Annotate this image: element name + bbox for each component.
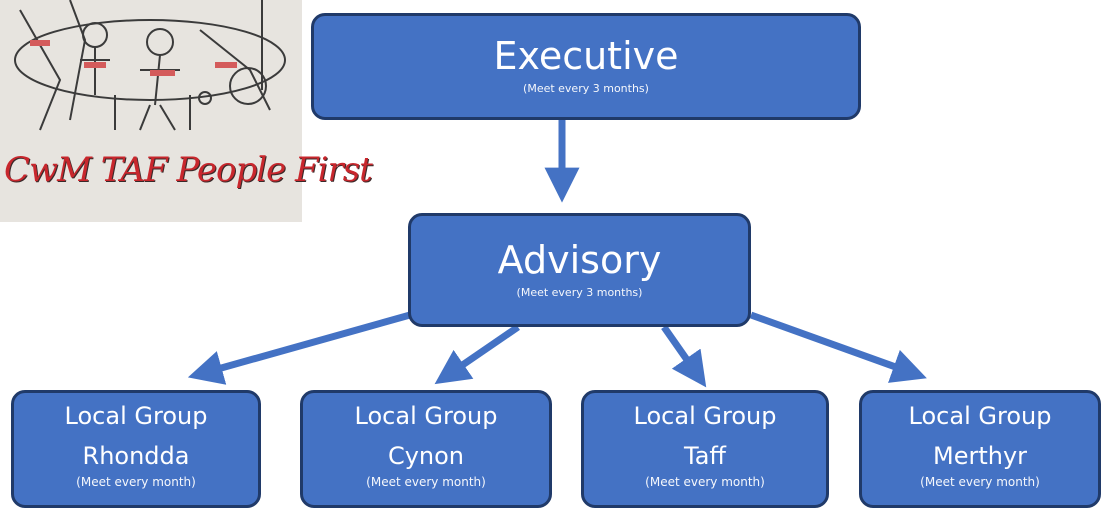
local-group-label: Local Group (633, 402, 777, 430)
arrow-advisory-to-rhondda (187, 311, 411, 385)
arrow-advisory-to-taff (661, 324, 707, 388)
local-group-label: Local Group (354, 402, 498, 430)
logo-sketch-illustration (14, 0, 286, 131)
local-group-taff-box: Local Group Taff (Meet every month) (581, 390, 829, 508)
local-group-meeting-frequency: (Meet every month) (366, 475, 486, 490)
local-group-merthyr-box: Local Group Merthyr (Meet every month) (859, 390, 1101, 508)
arrow-advisory-to-cynon (434, 324, 520, 385)
arrow-advisory-to-merthyr (749, 311, 927, 383)
advisory-box: Advisory (Meet every 3 months) (408, 213, 751, 327)
executive-box: Executive (Meet every 3 months) (311, 13, 861, 120)
local-group-meeting-frequency: (Meet every month) (645, 475, 765, 490)
executive-title: Executive (493, 34, 679, 78)
local-group-meeting-frequency: (Meet every month) (76, 475, 196, 490)
local-group-cynon-box: Local Group Cynon (Meet every month) (300, 390, 552, 508)
local-group-meeting-frequency: (Meet every month) (920, 475, 1040, 490)
advisory-title: Advisory (497, 238, 662, 282)
local-group-name: Merthyr (932, 442, 1028, 471)
local-group-label: Local Group (64, 402, 208, 430)
local-group-name: Rhondda (82, 442, 190, 471)
local-group-label: Local Group (908, 402, 1052, 430)
advisory-meeting-frequency: (Meet every 3 months) (516, 285, 643, 299)
local-group-name: Taff (684, 442, 726, 471)
local-group-name: Cynon (387, 442, 465, 471)
local-group-rhondda-box: Local Group Rhondda (Meet every month) (11, 390, 261, 508)
executive-meeting-frequency: (Meet every 3 months) (523, 81, 649, 95)
